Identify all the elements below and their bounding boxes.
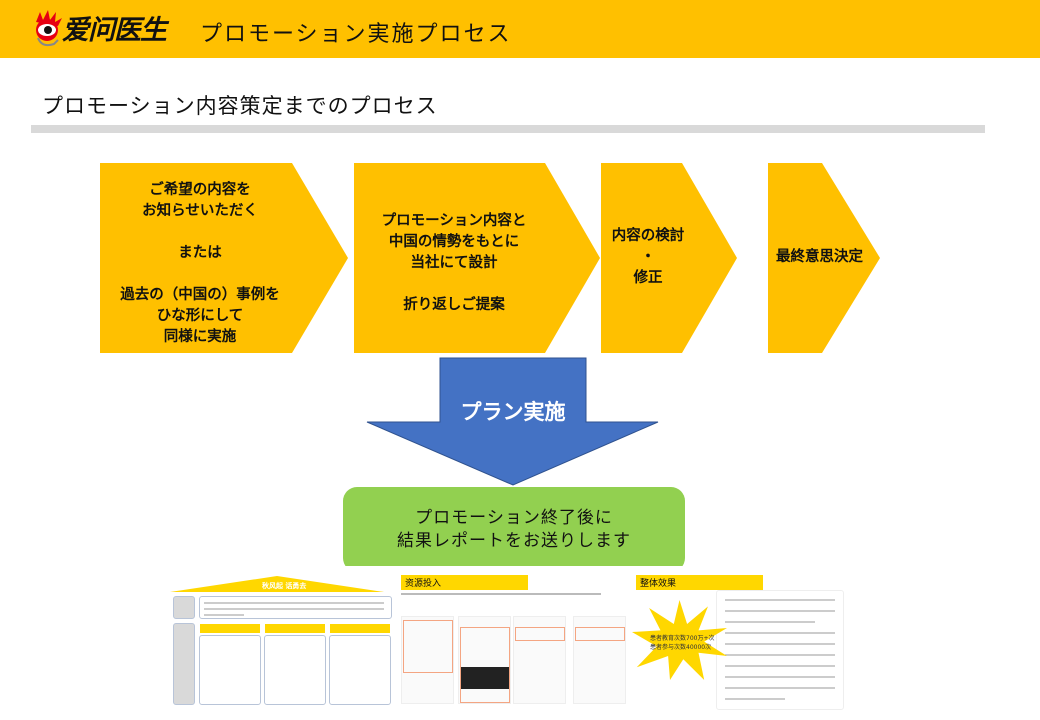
step-line: 同様に実施 xyxy=(163,329,237,345)
step-line: 当社にて設計 xyxy=(410,255,498,271)
aiwen-logo-icon xyxy=(36,10,62,47)
plan-arrow xyxy=(366,357,659,486)
logo-text: 爱问医生 xyxy=(62,15,167,46)
star-text: 患者教育次数700万+次 患者参与次数40000次 xyxy=(650,634,714,652)
screenshot-phone xyxy=(401,616,454,704)
step-line: 折り返しご提案 xyxy=(403,297,505,313)
section-title: プロモーション内容策定までのプロセス xyxy=(42,94,438,118)
step-line: または xyxy=(178,245,222,261)
header-bar: 爱问医生 プロモーション実施プロセス xyxy=(0,0,1040,58)
step-line: 最終意思決定 xyxy=(776,249,863,265)
step-2-text: プロモーション内容と 中国の情勢をもとに 当社にて設計 折り返しご提案 xyxy=(354,211,554,316)
divider xyxy=(31,125,985,133)
panel2-title: 资源投入 xyxy=(401,575,528,590)
process-flow xyxy=(100,163,880,486)
panel1-phase xyxy=(200,624,260,633)
panel1-col xyxy=(329,635,391,705)
result-report-box: プロモーション終了後に 結果レポートをお送りします xyxy=(343,487,685,572)
step-3-text: 内容の検討 ・ 修正 xyxy=(608,226,688,289)
panel1-col xyxy=(199,635,261,705)
panel1-col xyxy=(264,635,326,705)
step-line: 内容の検討 xyxy=(611,228,685,244)
panel1-phase xyxy=(265,624,325,633)
step-line: プロモーション内容と xyxy=(381,213,527,229)
step-chevron-3 xyxy=(601,163,737,353)
step-line: 修正 xyxy=(633,270,663,286)
step-chevron-1 xyxy=(100,163,348,353)
panel3-title: 整体效果 xyxy=(636,575,763,590)
result-line: 結果レポートをお送りします xyxy=(397,530,631,551)
star-line: 患者参与次数40000次 xyxy=(650,644,712,651)
plan-label: プラン実施 xyxy=(460,400,566,424)
header-title: プロモーション実施プロセス xyxy=(200,22,512,47)
panel1-label-cell xyxy=(173,596,195,619)
panel1-title: 秋风起 话勇去 xyxy=(262,582,307,590)
panel3-stats xyxy=(716,590,844,710)
step-line: 中国の情勢をもとに xyxy=(388,234,520,250)
step-chevron-2 xyxy=(354,163,600,353)
step-line: 過去の（中国の）事例を xyxy=(120,287,280,303)
step-chevron-4 xyxy=(768,163,880,353)
step-line: ・ xyxy=(640,249,656,265)
screenshot-phone xyxy=(458,616,511,704)
case-study-images: 秋风起 话勇去 资源投入 整体效果 xyxy=(168,566,853,712)
step-4-text: 最終意思決定 xyxy=(776,247,896,268)
result-line: プロモーション終了後に xyxy=(415,507,613,528)
step-line: ご希望の内容を xyxy=(149,182,251,198)
screenshot-phone xyxy=(573,616,626,704)
panel1-phase xyxy=(330,624,390,633)
panel1-label-cell xyxy=(173,623,195,705)
step-1-text: ご希望の内容を お知らせいただく または 過去の（中国の）事例を ひな形にして … xyxy=(100,180,300,348)
step-line: お知らせいただく xyxy=(142,203,258,219)
panel1-desc xyxy=(199,596,392,619)
step-line: ひな形にして xyxy=(156,308,244,324)
screenshot-phone xyxy=(513,616,566,704)
star-line: 患者教育次数700万+次 xyxy=(650,635,715,642)
